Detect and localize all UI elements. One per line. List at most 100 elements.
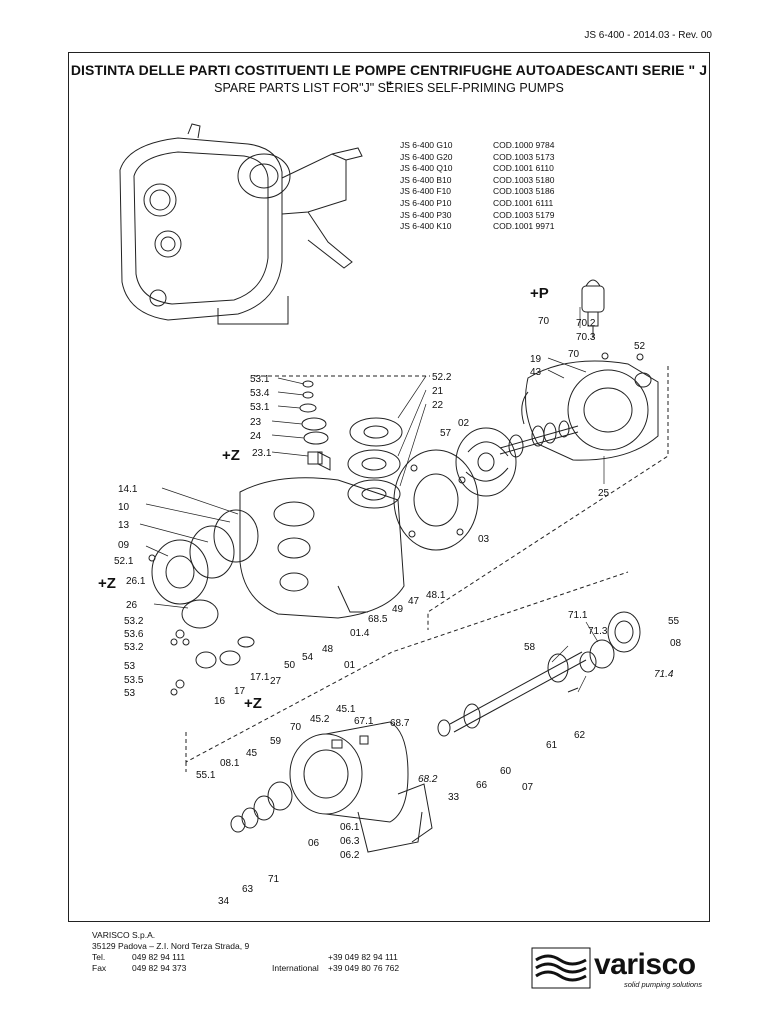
part-labels: +P 70 70.2 70.3 70 52 19 43 25 53.1 53.4… — [98, 285, 682, 907]
part-label: 71.3 — [588, 626, 608, 637]
part-label: 70.3 — [576, 332, 596, 343]
part-label: 70 — [290, 722, 302, 733]
rear-casing-drawing — [521, 360, 659, 461]
part-label: 13 — [118, 520, 130, 531]
part-label: 53.6 — [124, 629, 144, 640]
part-label: 23.1 — [252, 448, 272, 459]
model-name: JS 6-400 P10 — [400, 197, 452, 208]
part-label: 53 — [124, 688, 136, 699]
part-label: 03 — [478, 534, 490, 545]
part-label: 60 — [500, 766, 512, 777]
drain-plugs-drawing — [170, 629, 255, 696]
part-label: 71.1 — [568, 610, 588, 621]
part-label: 53 — [124, 661, 136, 672]
part-label: 55 — [668, 616, 680, 627]
part-label: 48 — [322, 644, 334, 655]
option-z-label: +Z — [244, 695, 262, 712]
part-label: 45 — [246, 748, 258, 759]
part-label: 59 — [270, 736, 282, 747]
part-label: 17 — [234, 686, 246, 697]
telephone-row: Tel. 049 82 94 111 +39 049 82 94 111 — [92, 952, 399, 963]
logo-tagline: solid pumping solutions — [624, 980, 702, 989]
intl-fax-number: +39 049 80 76 762 — [328, 963, 400, 973]
part-label: 52.2 — [432, 372, 452, 383]
part-label: 26 — [126, 600, 138, 611]
assembled-pump-drawing — [119, 123, 363, 325]
leader-lines — [139, 307, 605, 693]
wear-plate-drawing — [393, 449, 479, 551]
part-label: 49 — [392, 604, 404, 615]
front-cover-drawing — [148, 509, 259, 629]
model-code: COD.1003 5186 — [493, 186, 555, 197]
part-label: 62 — [574, 730, 586, 741]
part-label: 70.2 — [576, 318, 596, 329]
part-label: 07 — [522, 782, 534, 793]
part-label: 24 — [250, 431, 262, 442]
part-label: 27 — [270, 676, 282, 687]
part-label: 48.1 — [426, 590, 446, 601]
part-label: 16 — [214, 696, 226, 707]
company-footer: VARISCO S.p.A. 35129 Padova – Z.I. Nord … — [92, 930, 399, 974]
part-label: 08 — [670, 638, 682, 649]
tel-number: 049 82 94 111 — [132, 952, 186, 962]
fill-plug-drawing — [299, 380, 329, 465]
part-label: 43 — [530, 367, 542, 378]
part-label: 21 — [432, 386, 444, 397]
part-label: 06 — [308, 838, 320, 849]
part-label: 52.1 — [114, 556, 134, 567]
model-code: COD.1001 6110 — [493, 163, 554, 174]
model-name: JS 6-400 B10 — [400, 174, 452, 185]
part-label: 67.1 — [354, 716, 374, 727]
model-name: JS 6-400 P30 — [400, 209, 452, 220]
part-label: 70 — [568, 349, 580, 360]
part-label: 06.2 — [340, 850, 360, 861]
part-label: 25 — [598, 488, 610, 499]
assembly-guide-lines — [185, 366, 669, 772]
option-p-label: +P — [530, 285, 549, 302]
part-label: 14.1 — [118, 484, 138, 495]
tel-label: Tel. — [92, 952, 106, 962]
part-label: 70 — [538, 316, 550, 327]
company-address: 35129 Padova – Z.I. Nord Terza Strada, 9 — [92, 941, 250, 951]
part-label: 45.2 — [310, 714, 330, 725]
logo-wordmark: varisco — [594, 948, 696, 981]
part-label: 53.1 — [250, 402, 270, 413]
model-row: JS 6-400 G20 COD.1003 5173 — [400, 152, 554, 164]
part-label: 53.2 — [124, 642, 144, 653]
bearing-cover-drawing — [579, 611, 641, 673]
model-name: JS 6-400 K10 — [400, 221, 452, 232]
part-label: 68.5 — [368, 614, 388, 625]
model-code: COD.1000 9784 — [493, 140, 555, 150]
part-label: 53.4 — [250, 388, 270, 399]
part-label: 55.1 — [196, 770, 216, 781]
varisco-logo: varisco solid pumping solutions — [530, 944, 730, 994]
model-row: JS 6-400 P30 COD.1003 5179 — [400, 210, 554, 222]
waves-icon — [531, 947, 591, 989]
part-label: 17.1 — [250, 672, 270, 683]
seal-shaft-drawing — [499, 420, 579, 458]
part-label: 34 — [218, 896, 230, 907]
model-name: JS 6-400 G20 — [400, 151, 453, 162]
intl-tel-number: +39 049 82 94 111 — [328, 952, 398, 962]
part-label: 10 — [118, 502, 130, 513]
flange-gaskets-drawing — [347, 417, 403, 509]
part-label: 50 — [284, 660, 296, 671]
part-label: 68.7 — [390, 718, 410, 729]
fax-number: 049 82 94 373 — [132, 963, 187, 973]
front-seal-drawing — [230, 781, 293, 833]
part-label: 19 — [530, 354, 542, 365]
international-label: International — [272, 963, 319, 973]
part-label: 22 — [432, 400, 444, 411]
part-label: 06.3 — [340, 836, 360, 847]
part-label: 63 — [242, 884, 254, 895]
model-code: COD.1003 5179 — [493, 209, 555, 220]
model-code: COD.1003 5173 — [493, 151, 555, 162]
document-reference: JS 6-400 - 2014.03 - Rev. 00 — [584, 30, 712, 41]
part-label: 01.4 — [350, 628, 370, 639]
part-label: 54 — [302, 652, 314, 663]
